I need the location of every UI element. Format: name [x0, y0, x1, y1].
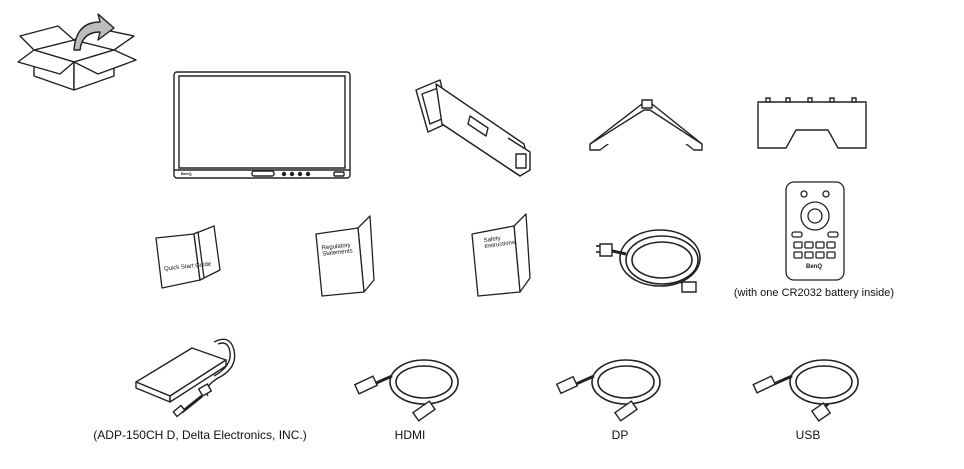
dp-cable-caption: DP: [611, 428, 629, 442]
unpack-box: [14, 10, 144, 90]
safety-instructions: Safety Instructions: [470, 212, 532, 298]
stand-base-icon: [588, 98, 708, 154]
power-adapter: [130, 334, 240, 416]
quick-start-guide: Quick Start Guide: [152, 224, 228, 290]
remote-control-icon: [780, 180, 850, 282]
power-adapter-icon: [130, 334, 240, 416]
power-cord-icon: [596, 220, 706, 292]
cable-cover-icon: [756, 96, 868, 154]
remote-control-caption: (with one CR2032 battery inside): [733, 287, 895, 299]
hdmi-cable-caption: HDMI: [394, 428, 426, 442]
power-adapter-caption: (ADP-150CH D, Delta Electronics, INC.): [93, 428, 307, 442]
usb-cable-caption: USB: [795, 428, 821, 442]
stand-base: [588, 98, 708, 154]
booklet-icon: [314, 214, 376, 298]
monitor-icon: [172, 70, 352, 182]
power-cord: [596, 220, 706, 292]
usb-cable: [752, 346, 864, 426]
hdmi-cable: [354, 346, 464, 426]
hdmi-cable-icon: [354, 346, 464, 426]
monitor-brand-mark: BenQ: [181, 171, 192, 176]
booklet-icon: [152, 224, 228, 290]
remote-control: BenQ: [780, 180, 850, 282]
booklet-icon: [470, 212, 532, 298]
remote-brand-mark: BenQ: [806, 264, 823, 270]
monitor: BenQ: [172, 70, 352, 182]
dp-cable-icon: [554, 346, 666, 426]
cable-cover: [756, 96, 868, 154]
stand-arm: [412, 78, 537, 178]
stand-arm-icon: [412, 78, 537, 178]
usb-cable-icon: [752, 346, 864, 426]
dp-cable: [554, 346, 666, 426]
regulatory-statements: Regulatory Statements: [314, 214, 376, 298]
open-box-arrow-icon: [14, 10, 144, 90]
